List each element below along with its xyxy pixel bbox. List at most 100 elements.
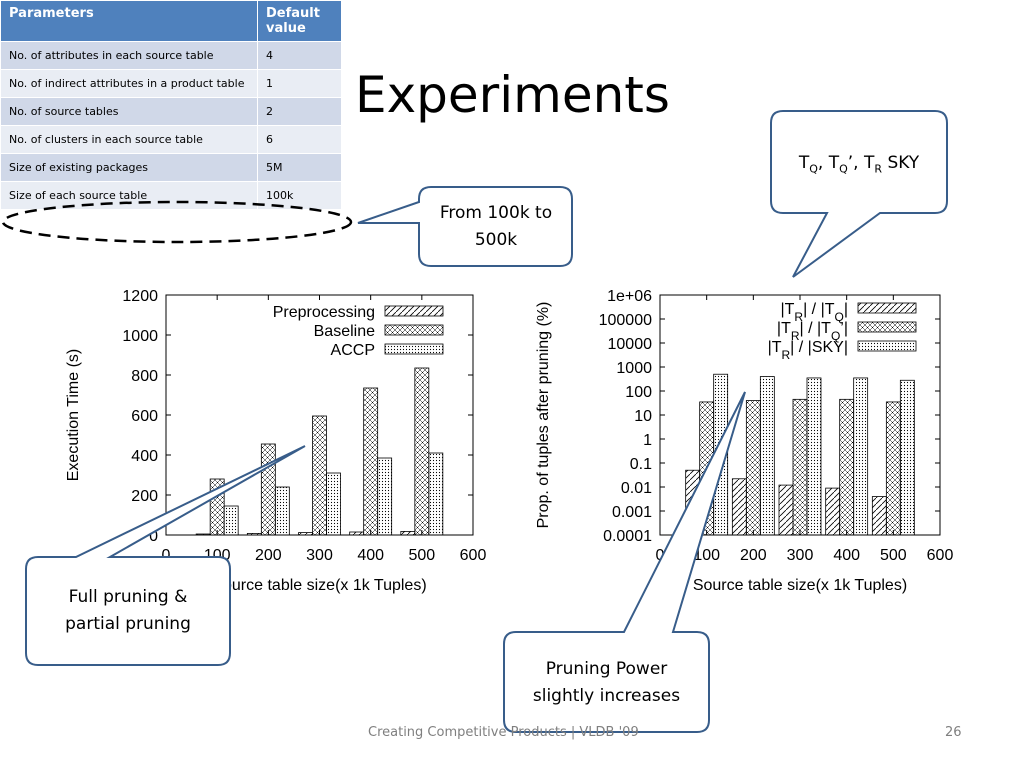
legend-label: |TR| / |TQ| (780, 301, 848, 324)
bar (713, 373, 729, 536)
bar (377, 457, 393, 536)
sets-tq2-sub: Q (839, 162, 848, 176)
table-row: No. of clusters in each source table 6 (0, 125, 342, 154)
y-tick-label: 0.1 (630, 456, 652, 473)
y-tick-label: 0.0001 (603, 528, 652, 545)
bar (839, 398, 855, 536)
param-value: 2 (257, 97, 342, 126)
sets-sky: SKY (887, 153, 920, 173)
bar (685, 469, 701, 536)
slide-title: Experiments (355, 66, 670, 124)
param-name: No. of attributes in each source table (0, 41, 258, 70)
legend-label: |TR| / |SKY| (768, 339, 848, 362)
y-tick-label: 1200 (122, 288, 158, 305)
bar (885, 401, 901, 536)
y-tick-label: 0.01 (621, 480, 652, 497)
range-callout-line2: 500k (474, 230, 518, 250)
param-name: No. of clusters in each source table (0, 125, 258, 154)
y-tick-label: 600 (131, 408, 158, 425)
bar (745, 400, 761, 536)
bar (853, 377, 869, 536)
table-header-parameters: Parameters (0, 0, 258, 42)
page-number: 26 (945, 725, 962, 740)
legend-swatch (857, 340, 917, 352)
legend-label: Baseline (314, 323, 375, 340)
y-axis-label: Prop. of tuples after pruning (%) (535, 302, 552, 529)
table-row: No. of source tables 2 (0, 97, 342, 126)
legend-swatch (857, 302, 917, 314)
pruning-callout-line1: Full pruning & (68, 587, 188, 607)
bar (759, 376, 775, 536)
param-name: Size of existing packages (0, 153, 258, 182)
x-tick-label: 100 (693, 547, 720, 564)
bar (792, 398, 808, 536)
y-tick-label: 1000 (616, 360, 652, 377)
bar (428, 452, 444, 536)
power-callout-text: Pruning Power slightly increases (506, 656, 707, 710)
param-name: No. of indirect attributes in a product … (0, 69, 258, 98)
x-tick-label: 600 (927, 547, 954, 564)
table-header-default: Default value (257, 0, 342, 42)
range-callout-line1: From 100k to (439, 203, 553, 223)
x-tick-label: 300 (306, 547, 333, 564)
sets-tq: T (798, 153, 810, 173)
x-axis-label: Source table size(x 1k Tuples) (693, 577, 907, 594)
footer-text: Creating Competitive Products | VLDB '09 (368, 725, 639, 740)
param-value: 6 (257, 125, 342, 154)
legend-label: |TR| / |TQ’| (777, 320, 848, 343)
power-callout-line2: slightly increases (532, 686, 681, 706)
bar (699, 401, 715, 536)
legend-swatch (384, 343, 444, 355)
x-tick-label: 400 (357, 547, 384, 564)
sets-tr-sub: R (874, 162, 883, 176)
y-tick-label: 1 (643, 432, 652, 449)
legend-swatch (857, 321, 917, 333)
x-tick-label: 500 (408, 547, 435, 564)
sets-tr: T (863, 153, 875, 173)
table-row: No. of attributes in each source table 4 (0, 41, 342, 70)
bar (899, 379, 915, 536)
x-tick-label: 200 (740, 547, 767, 564)
param-value: 4 (257, 41, 342, 70)
legend-swatch (384, 324, 444, 336)
table-row: Size of existing packages 5M (0, 153, 342, 182)
sets-sep: , (853, 153, 859, 173)
bar (414, 367, 430, 536)
x-tick-label: 300 (787, 547, 814, 564)
legend-swatch (384, 305, 444, 317)
power-callout-line1: Pruning Power (545, 659, 668, 679)
x-tick-label: 600 (460, 547, 487, 564)
legend-label: ACCP (331, 342, 375, 359)
y-tick-label: 800 (131, 368, 158, 385)
legend-label: Preprocessing (273, 304, 375, 321)
x-tick-label: 0 (656, 547, 665, 564)
sets-tq-sub: Q (809, 162, 818, 176)
sets-tq2: T (828, 153, 840, 173)
y-tick-label: 1000 (122, 328, 158, 345)
bar (326, 472, 341, 536)
bar (871, 496, 887, 536)
bar (806, 377, 822, 536)
y-tick-label: 100 (625, 384, 652, 401)
param-name: No. of source tables (0, 97, 258, 126)
bar (825, 487, 841, 536)
table-row: No. of indirect attributes in a product … (0, 69, 342, 98)
y-tick-label: 100000 (599, 312, 652, 329)
bar (731, 478, 747, 536)
sets-sep: , (817, 153, 824, 173)
param-value: 5M (257, 153, 342, 182)
y-tick-label: 1e+06 (607, 288, 652, 305)
bar (778, 484, 794, 536)
sets-prime: ’ (847, 153, 854, 173)
table-header-row: Parameters Default value (0, 0, 342, 42)
x-tick-label: 400 (833, 547, 860, 564)
y-tick-label: 10000 (608, 336, 653, 353)
y-tick-label: 10 (634, 408, 652, 425)
pruning-callout-line2: partial pruning (65, 614, 191, 634)
y-tick-label: 0.001 (612, 504, 652, 521)
range-callout-text: From 100k to 500k (421, 200, 571, 254)
sets-callout-text: TQ, TQ’, TR SKY (773, 150, 945, 182)
x-tick-label: 500 (880, 547, 907, 564)
